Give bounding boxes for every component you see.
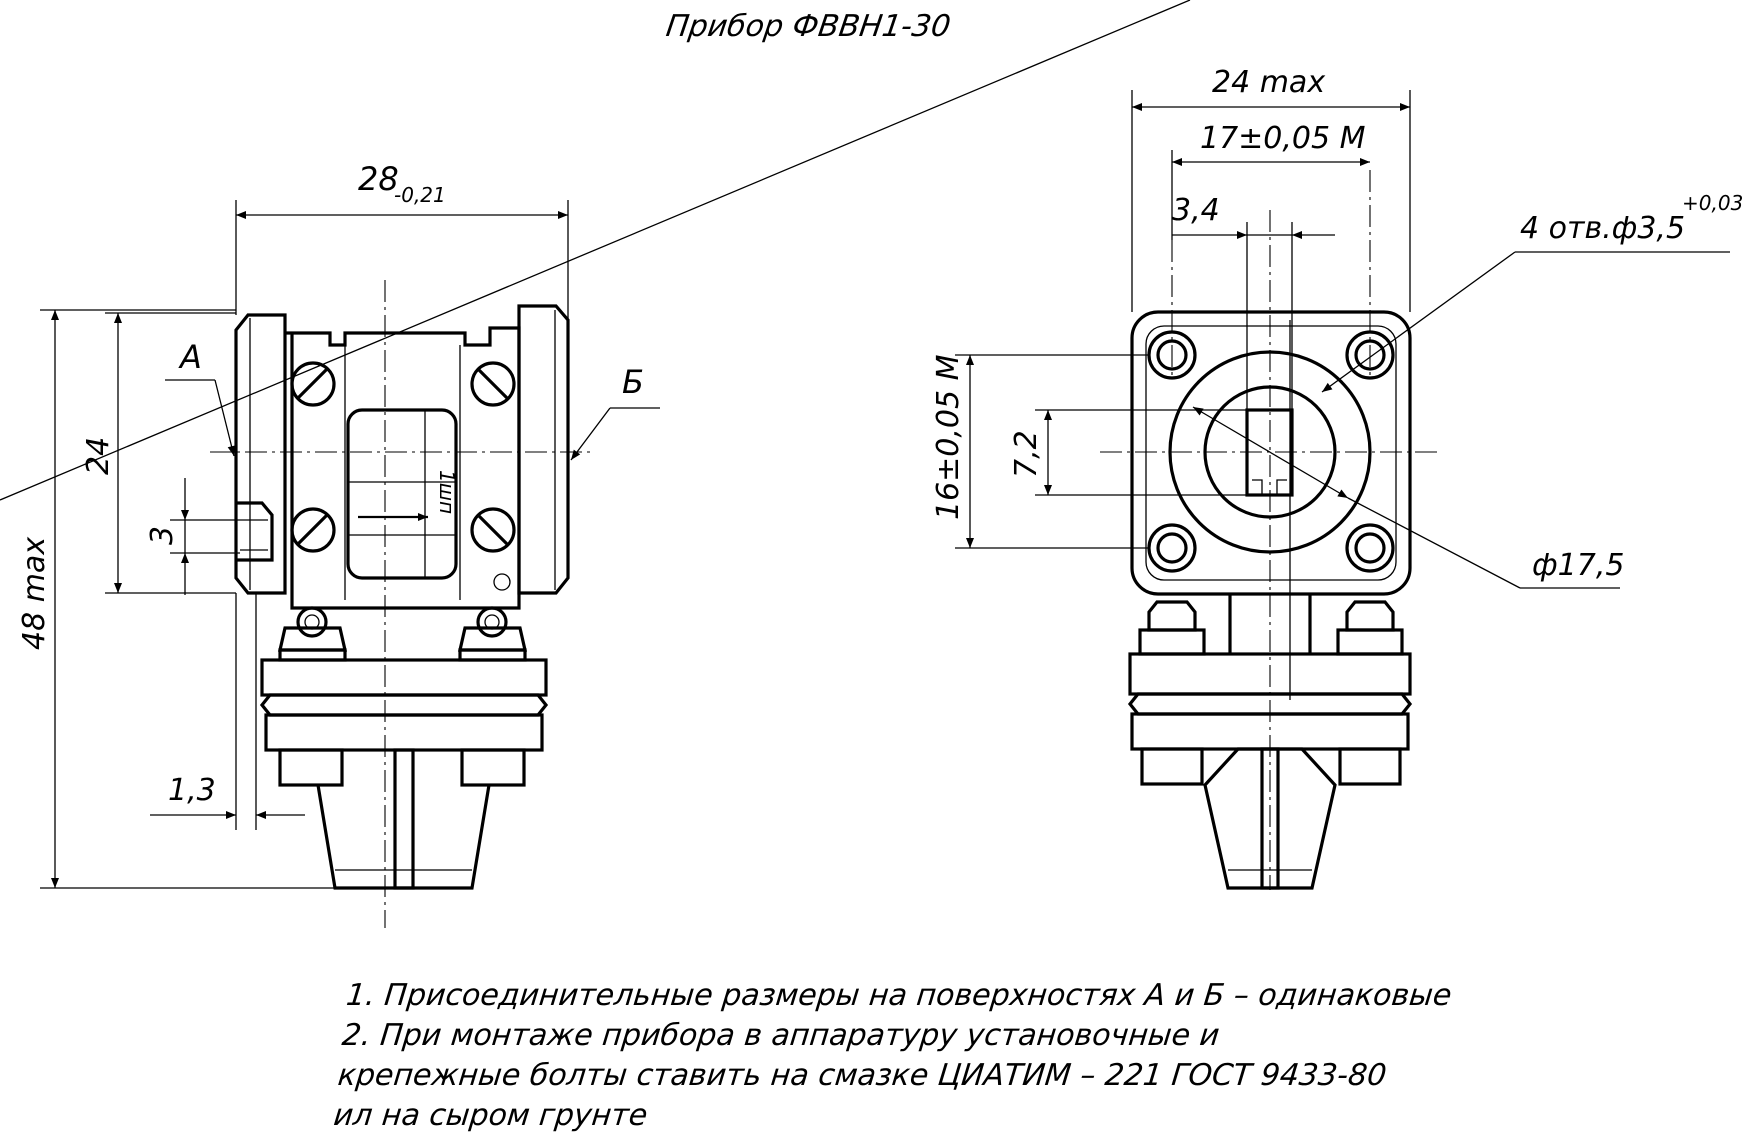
horn-taper	[316, 784, 491, 890]
holes-tol: +0,03	[1682, 191, 1743, 215]
mounting-hole	[1345, 523, 1395, 573]
mounting-bolt	[277, 606, 348, 662]
dim-slot: 3	[145, 526, 180, 545]
dim-diameter: ф17,5	[1532, 548, 1624, 583]
label-b: Б	[622, 363, 644, 401]
flange-notch	[236, 501, 274, 562]
front-view: 24 max 17±0,05 М 3,4 4 отв.ф3,5 +0,03 ф1…	[0, 0, 1743, 890]
side-view: 1шп	[17, 160, 660, 928]
drawing-title: Прибор ФВВН1-30	[664, 9, 953, 44]
note-line: крепежные болты ставить на смазке ЦИАТИМ…	[336, 1058, 1389, 1093]
horn-taper	[1203, 747, 1337, 890]
dim-offset: 1,3	[168, 773, 216, 808]
dim-height-max: 48 max	[17, 537, 52, 650]
mounting-bolt	[1336, 600, 1404, 656]
screw-head	[290, 361, 336, 407]
label-a: А	[178, 338, 202, 376]
note-line: ил на сыром грунте	[331, 1098, 650, 1133]
mounting-hole	[1147, 523, 1197, 573]
body-mark: 1шп	[435, 470, 459, 514]
dim-width-max: 24 max	[1212, 65, 1325, 100]
dim-width: 28	[358, 160, 399, 198]
screw-head	[290, 507, 336, 553]
note-line: 2. При монтаже прибора в аппаратуру уста…	[340, 1018, 1222, 1053]
screw-head	[470, 361, 516, 407]
notes: 1. Присоединительные размеры на поверхно…	[331, 976, 1454, 1136]
mounting-bolt	[457, 606, 528, 662]
small-hole	[493, 573, 511, 591]
dim-height: 24	[81, 437, 116, 475]
screw-head	[470, 507, 516, 553]
dim-width-tol: -0,21	[394, 183, 446, 207]
dim-hole-spacing-h: 17±0,05 М	[1200, 121, 1366, 156]
mounting-bolt	[1138, 600, 1206, 656]
base-plate	[260, 658, 548, 697]
flange-right	[517, 304, 570, 595]
slot-window	[346, 408, 458, 580]
flange-left	[234, 313, 287, 595]
holes-callout: 4 отв.ф3,5	[1520, 211, 1685, 246]
square-flange	[1130, 310, 1412, 596]
dim-hole-spacing-v: 16±0,05 М	[931, 354, 966, 520]
note-line: 1. Присоединительные размеры на поверхно…	[344, 978, 1454, 1013]
dim-small: 3,4	[1172, 193, 1220, 228]
waveguide-body	[285, 326, 521, 610]
dim-inner: 7,2	[1009, 430, 1044, 478]
